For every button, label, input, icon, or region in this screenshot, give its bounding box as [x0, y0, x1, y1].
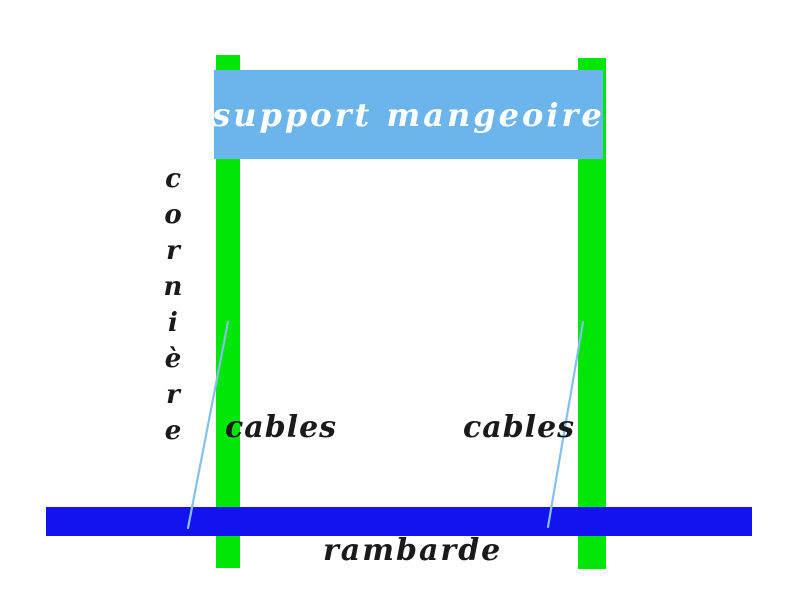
- cables-label-left: cables: [225, 410, 338, 445]
- support-mangeoire-bar: support mangeoire: [212, 70, 605, 159]
- rambarde-bar: [46, 507, 752, 536]
- rambarde-label: rambarde: [323, 533, 503, 568]
- cables-label-right: cables: [463, 410, 576, 445]
- corniere-label: cornière: [158, 164, 188, 452]
- support-mangeoire-label: support mangeoire: [212, 95, 605, 134]
